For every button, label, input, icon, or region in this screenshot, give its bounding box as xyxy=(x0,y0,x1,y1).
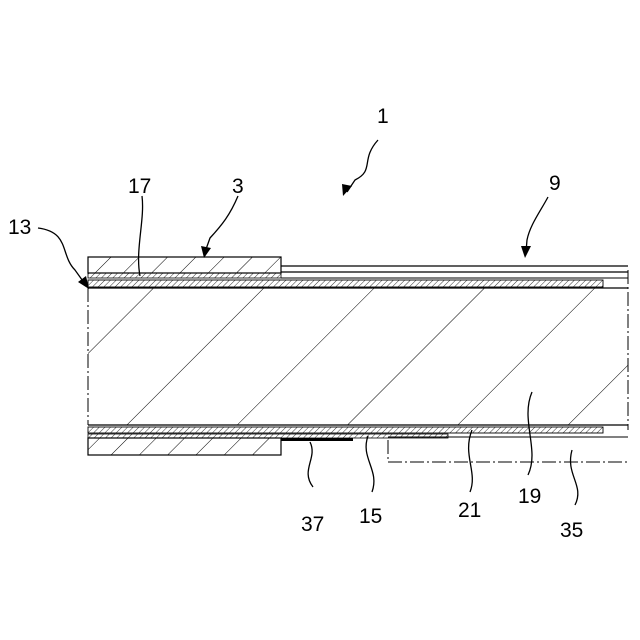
bottom-laminate xyxy=(88,427,603,455)
label-ref-13: 13 xyxy=(8,216,31,239)
label-ref-19: 19 xyxy=(518,485,541,508)
phantom-outline-35 xyxy=(388,437,628,462)
label-ref-17: 17 xyxy=(128,175,151,198)
core-layer xyxy=(88,270,628,430)
label-ref-3: 3 xyxy=(232,175,244,198)
label-ref-37: 37 xyxy=(301,513,324,536)
label-ref-9: 9 xyxy=(549,172,561,195)
label-ref-21: 21 xyxy=(458,499,481,522)
label-ref-1: 1 xyxy=(377,105,389,128)
top-film xyxy=(281,266,628,278)
label-ref-15: 15 xyxy=(359,505,382,528)
label-ref-35: 35 xyxy=(560,519,583,542)
